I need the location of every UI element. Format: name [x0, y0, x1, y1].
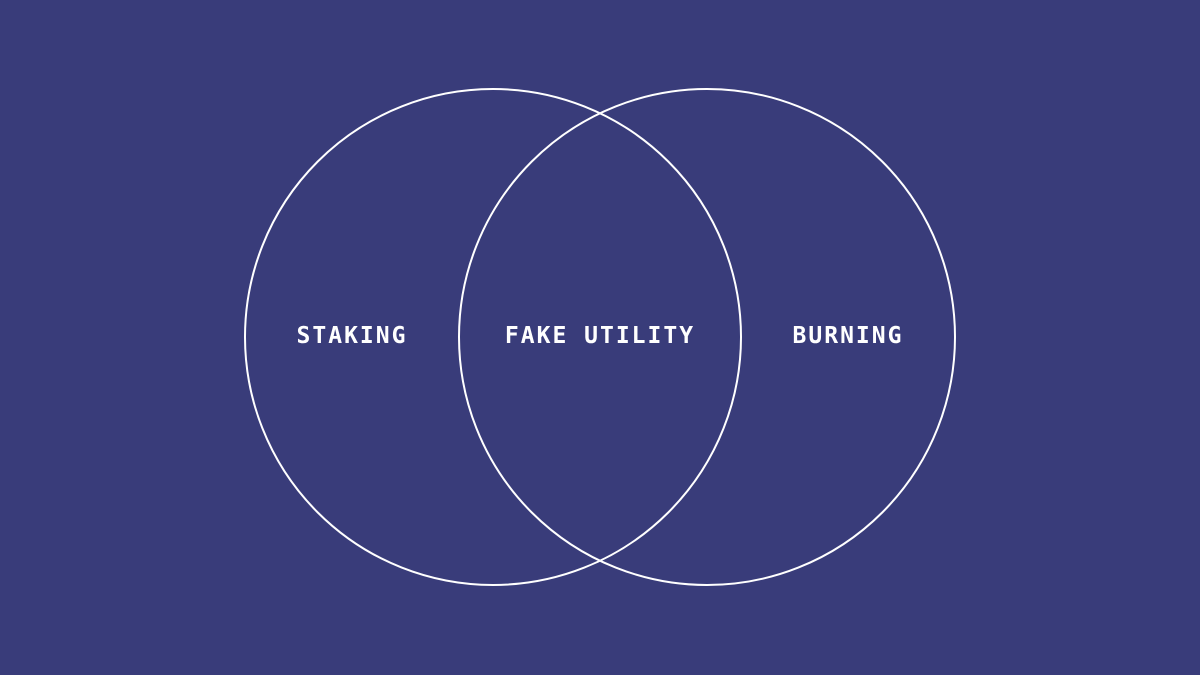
right-set-label: BURNING — [792, 323, 904, 349]
intersection-label: FAKE UTILITY — [504, 323, 696, 349]
right-circle — [458, 88, 956, 586]
left-set-label: STAKING — [296, 323, 408, 349]
left-circle — [244, 88, 742, 586]
